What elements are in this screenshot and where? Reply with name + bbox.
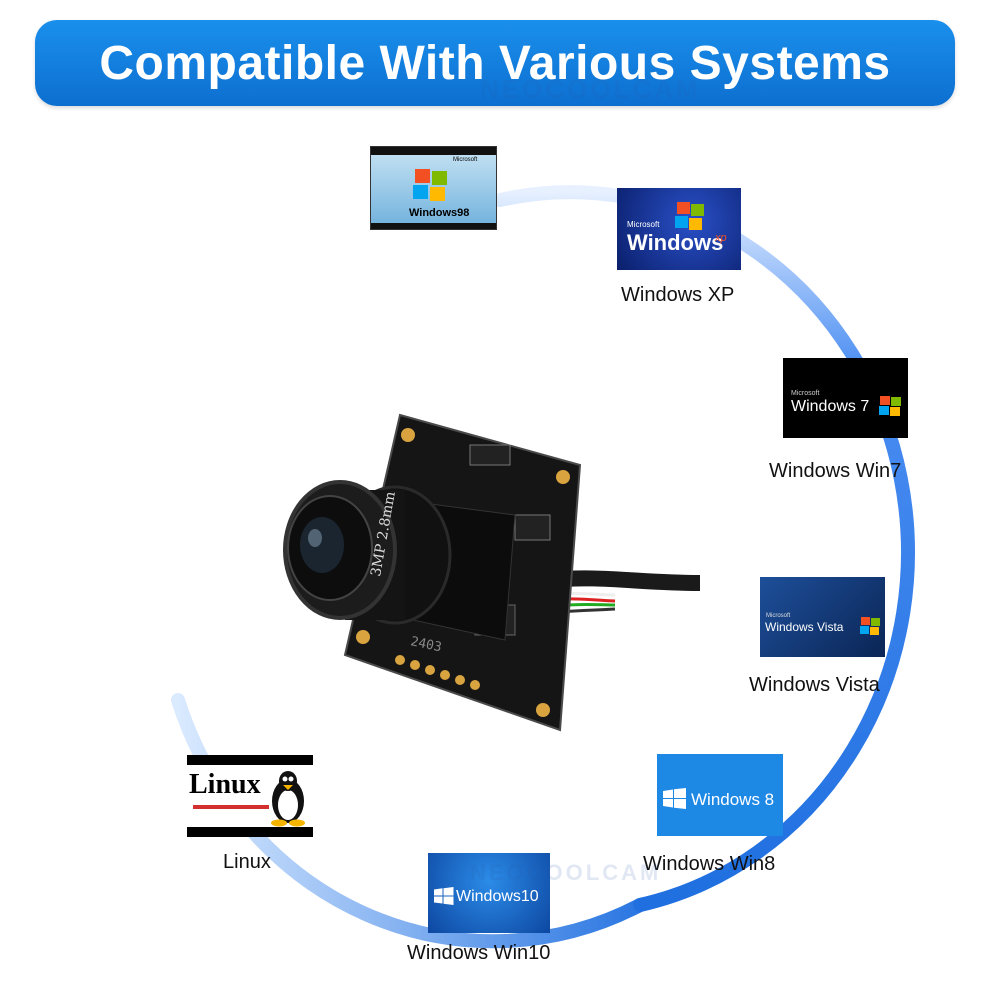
caption-windows-10: Windows Win10 bbox=[407, 942, 551, 964]
camera-module: 2403 3MP 2.8mm bbox=[283, 413, 700, 732]
banner-title: Compatible With Various Systems bbox=[99, 36, 891, 90]
win10-text: Windows10 bbox=[456, 888, 539, 905]
tux-penguin-icon bbox=[271, 771, 305, 827]
win98-text: Windows98 bbox=[409, 207, 470, 219]
windows-logo-icon bbox=[663, 788, 686, 809]
linux-text: Linux bbox=[189, 769, 261, 800]
windows-logo-icon bbox=[434, 887, 454, 905]
windows-flag-icon bbox=[879, 396, 901, 416]
logo-windows-vista: Microsoft Windows Vista bbox=[760, 577, 885, 657]
logo-windows-8: Windows 8 bbox=[657, 754, 783, 836]
caption-windows-xp: Windows XP bbox=[621, 284, 735, 306]
win8-text: Windows 8 bbox=[691, 790, 775, 809]
vista-text: Windows Vista bbox=[765, 620, 844, 634]
watermark-top: NEOCOOLCAM bbox=[480, 74, 701, 104]
windows-flag-icon bbox=[675, 202, 704, 230]
logo-windows-10: Windows10 bbox=[428, 853, 550, 933]
title-banner: Compatible With Various Systems bbox=[35, 20, 955, 106]
watermark-bottom: NEOCOOLCAM bbox=[470, 860, 662, 885]
winxp-small: Microsoft bbox=[627, 220, 660, 229]
caption-linux: Linux bbox=[223, 851, 271, 873]
logo-windows98: Microsoft Windows98 bbox=[370, 146, 497, 230]
caption-windows-vista: Windows Vista bbox=[749, 674, 880, 696]
vista-small: Microsoft bbox=[766, 613, 791, 619]
win98-small: Microsoft bbox=[453, 157, 478, 163]
win7-text: Windows 7 bbox=[791, 398, 870, 415]
winxp-suffix: xp bbox=[715, 232, 727, 244]
logo-linux: Linux bbox=[187, 755, 313, 837]
logo-windows-xp: Microsoft Windows xp bbox=[617, 188, 741, 270]
logo-windows-7: Microsoft Windows 7 bbox=[783, 358, 908, 438]
caption-windows-7: Windows Win7 bbox=[769, 460, 902, 482]
board-label: 2403 bbox=[409, 634, 443, 655]
caption-windows-8: Windows Win8 bbox=[643, 853, 776, 875]
windows-flag-icon bbox=[860, 617, 880, 635]
win7-small: Microsoft bbox=[791, 390, 820, 397]
windows-flag-icon bbox=[413, 169, 447, 201]
winxp-text: Windows bbox=[627, 230, 724, 255]
